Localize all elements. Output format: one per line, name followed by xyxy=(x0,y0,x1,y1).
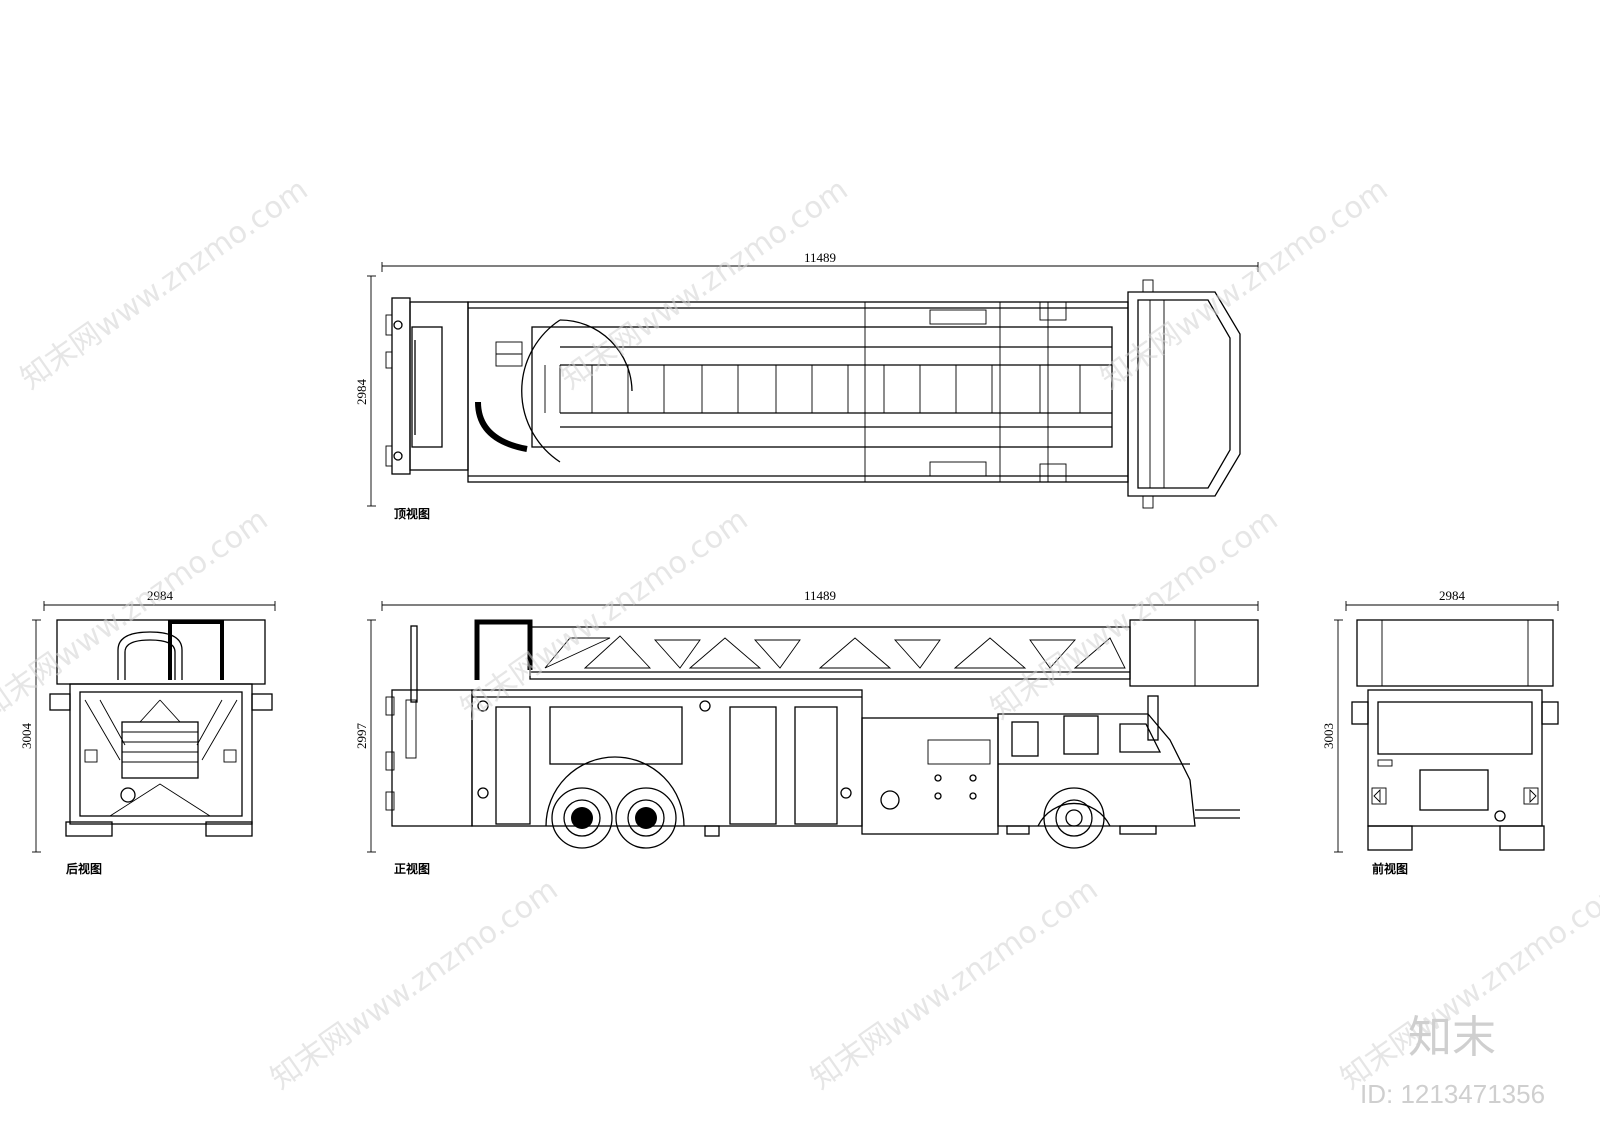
front-view-height-label: 3003 xyxy=(1321,723,1336,749)
side-view-width-dimension: 11489 xyxy=(381,588,1259,611)
rear-view-height-dimension: 3004 xyxy=(19,619,41,853)
top-view-truck-outline xyxy=(385,279,1241,509)
front-view-label: 前视图 xyxy=(1372,861,1408,876)
rear-view-width-dimension: 2984 xyxy=(43,588,276,611)
watermark-text: 知末网www.znzmo.com xyxy=(455,502,755,727)
side-view-label: 正视图 xyxy=(394,861,430,876)
rear-view: 2984 3004 xyxy=(19,588,276,876)
image-id: ID: 1213471356 xyxy=(1360,1079,1545,1109)
watermark-text: 知末网www.znzmo.com xyxy=(265,872,565,1097)
watermark-text: 知末网www.znzmo.com xyxy=(805,872,1105,1097)
watermark-text: 知末网www.znzmo.com xyxy=(555,172,855,397)
front-view-truck xyxy=(1351,619,1559,851)
top-view: 11489 2984 xyxy=(354,250,1259,521)
front-view-height-dimension: 3003 xyxy=(1321,619,1343,853)
front-view: 2984 3003 前视图 xyxy=(1321,588,1559,876)
top-view-height-dimension: 2984 xyxy=(354,275,376,507)
side-view-louvers xyxy=(495,706,838,825)
side-view-truck xyxy=(385,619,1259,849)
side-view-truss-triangles xyxy=(544,635,1126,669)
top-view-width-label: 11489 xyxy=(804,250,836,265)
top-view-width-dimension: 11489 xyxy=(381,250,1259,272)
rear-view-truck xyxy=(49,619,273,837)
rear-view-width-label: 2984 xyxy=(147,588,174,603)
rear-view-label: 后视图 xyxy=(66,861,102,876)
side-view-wheels xyxy=(545,756,1111,849)
watermark-text: 知末网www.znzmo.com xyxy=(985,502,1285,727)
top-view-ladder-rungs xyxy=(544,365,1081,413)
side-view-height-dimension: 2997 xyxy=(354,619,376,853)
brand-logo: 知末 xyxy=(1408,1012,1496,1063)
front-view-width-dimension: 2984 xyxy=(1345,588,1559,611)
side-view: 11489 2997 xyxy=(354,588,1259,876)
watermark-text: 知末网www.znzmo.com xyxy=(0,502,274,727)
side-view-height-label: 2997 xyxy=(354,723,369,750)
top-view-label: 顶视图 xyxy=(394,506,430,521)
side-view-width-label: 11489 xyxy=(804,588,836,603)
watermark-text: 知末网www.znzmo.com xyxy=(15,172,315,397)
watermark-text: 知末网www.znzmo.com xyxy=(1095,172,1395,397)
front-view-width-label: 2984 xyxy=(1439,588,1466,603)
top-view-height-label: 2984 xyxy=(354,379,369,406)
rear-view-height-label: 3004 xyxy=(19,723,34,750)
